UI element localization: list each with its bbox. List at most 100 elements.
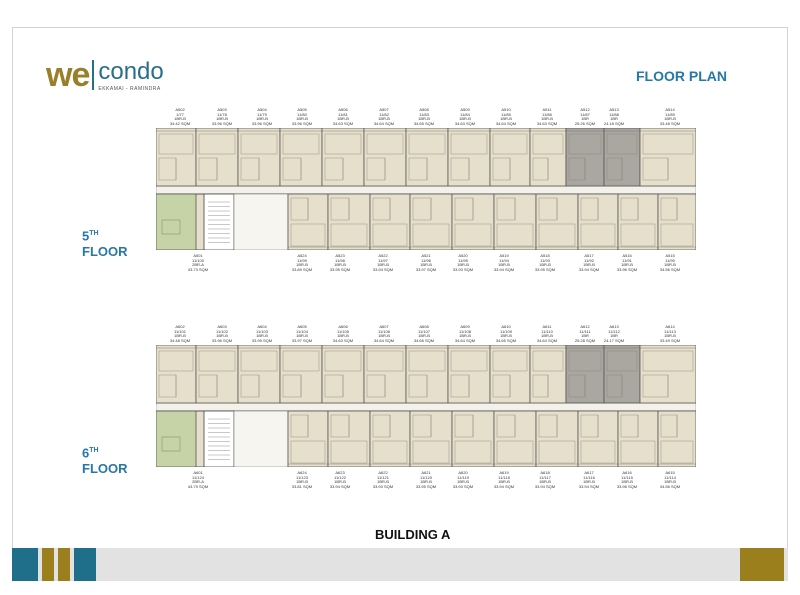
unit-detail: 11/97	[378, 257, 388, 263]
unit-detail: 11/98	[335, 257, 345, 263]
unit-detail: 2BR-A	[192, 479, 204, 485]
top-unit-block	[363, 345, 407, 404]
unit-id: A512	[580, 107, 590, 112]
unit-detail: 33.49 SQM	[659, 337, 681, 343]
footer-stripe-gold	[42, 548, 54, 581]
unit-detail: 1BR-B	[621, 262, 633, 268]
unit-detail: 33.81 SQM	[291, 483, 313, 489]
bottom-unit-block	[287, 193, 329, 250]
unit-detail: 1BR	[610, 333, 618, 339]
unit-id: A521	[421, 253, 431, 258]
unit-detail: 11/115	[621, 474, 633, 480]
unit-detail: 11/94	[499, 257, 509, 263]
unit-detail: 1BR-B	[583, 479, 595, 485]
bedroom-outline	[161, 436, 181, 452]
unit-detail: 1BR-B	[378, 333, 390, 339]
unit-id: A612	[580, 324, 590, 329]
room-outline	[568, 133, 602, 155]
unit-detail: 1BR	[581, 333, 589, 339]
unit-detail: 1BR-B	[337, 333, 349, 339]
unit-detail: 11/111	[579, 328, 591, 334]
room-outline	[450, 350, 488, 372]
floor-suffix: TH	[89, 230, 99, 237]
unit-detail: 34.56 SQM	[659, 483, 681, 489]
unit-detail: 11/95	[458, 257, 468, 263]
unit-detail: 25.28 SQM	[574, 337, 596, 343]
unit-detail: 33.94 SQM	[493, 483, 515, 489]
unit-detail: 33.95 SQM	[251, 337, 273, 343]
building-title: BUILDING A	[375, 527, 451, 542]
room-outline	[198, 350, 236, 372]
unit-detail: 1BR-B	[621, 479, 633, 485]
unit-id: A522	[378, 253, 388, 258]
unit-id: A502	[175, 107, 185, 112]
room-outline	[330, 440, 368, 464]
unit-detail: 1BR-B	[256, 116, 268, 122]
unit-detail: 11/103	[256, 328, 268, 334]
footer-band	[12, 548, 788, 581]
unit-detail: 34.66 SQM	[413, 337, 435, 343]
unit-detail: 33.94 SQM	[578, 483, 600, 489]
unit-detail: 34.64 SQM	[495, 120, 517, 126]
unit-detail: 33.89 SQM	[291, 266, 313, 272]
unit-id: A601	[193, 470, 203, 475]
room-outline	[496, 440, 534, 464]
unit-detail: 1BR-B	[498, 479, 510, 485]
floor-suffix: TH	[89, 447, 99, 454]
unit-detail: 1BR	[610, 116, 618, 122]
logo-divider	[92, 60, 95, 90]
unit-detail: 1BR-B	[664, 333, 676, 339]
room-outline	[620, 440, 656, 464]
unit-detail: 11/79	[257, 111, 267, 117]
unit-detail: 1BR-B	[377, 262, 389, 268]
unit-detail: 34.48 SQM	[169, 337, 191, 343]
corridor	[156, 185, 696, 195]
room-outline	[412, 223, 450, 247]
unit-detail: 33.93 SQM	[452, 483, 474, 489]
unit-detail: 33.94 SQM	[493, 266, 515, 272]
unit-id: A621	[421, 470, 431, 475]
unit-id: A519	[499, 253, 509, 258]
unit-detail: 1BR-B	[296, 262, 308, 268]
room-outline	[408, 133, 446, 155]
unit-detail: 11/89	[665, 111, 675, 117]
unit-detail: 11/85	[501, 111, 511, 117]
unit-detail: 11/113	[664, 328, 676, 334]
unit-id: A524	[297, 253, 307, 258]
floor-6-plan	[156, 345, 696, 467]
room-outline	[330, 223, 368, 247]
unit-detail: 1BR-B	[296, 479, 308, 485]
unit-detail: 1BR-B	[498, 262, 510, 268]
unit-detail: 11/112	[608, 328, 620, 334]
floor-5-plan	[156, 128, 696, 250]
unit-detail: 11/118	[498, 474, 510, 480]
unit-detail: 11/120	[420, 474, 432, 480]
room-outline	[580, 440, 616, 464]
unit-detail: 11/78	[217, 111, 227, 117]
room-outline	[450, 133, 488, 155]
unit-detail: 34.56 SQM	[659, 266, 681, 272]
unit-detail: 11/104	[296, 328, 308, 334]
unit-id: A618	[540, 470, 550, 475]
room-outline	[158, 350, 194, 372]
room-outline	[580, 223, 616, 247]
room-outline	[324, 350, 362, 372]
unit-detail: 33.93 SQM	[452, 266, 474, 272]
unit-id: A605	[297, 324, 307, 329]
